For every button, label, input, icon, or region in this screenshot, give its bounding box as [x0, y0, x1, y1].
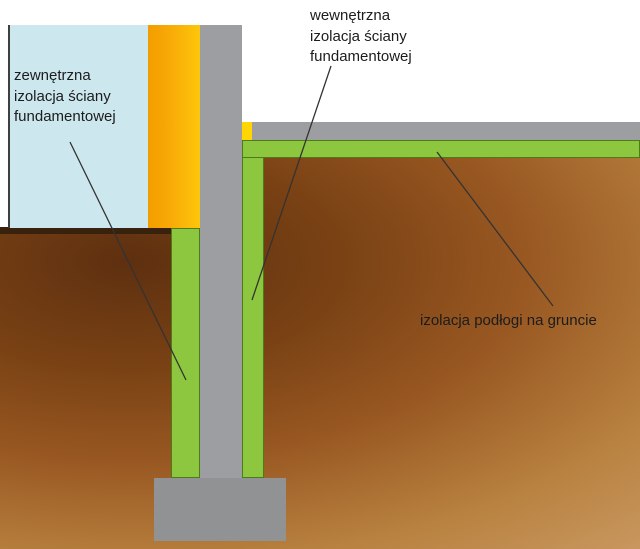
foundation-wall — [200, 25, 242, 478]
label-floor-insulation: izolacja podłogi na gruncie — [420, 312, 597, 329]
foundation-footing — [154, 478, 286, 541]
floor-on-ground-insulation — [242, 140, 640, 158]
label-internal-insulation: wewnętrzna izolacja ściany fundamentowej — [310, 7, 412, 66]
label-external-insulation: zewnętrzna izolacja ściany fundamentowej — [14, 67, 116, 126]
internal-foundation-insulation — [242, 139, 264, 478]
slab-edge-strip — [242, 122, 252, 140]
external-foundation-insulation — [171, 228, 200, 478]
floor-slab — [252, 122, 640, 140]
ground-level-line — [0, 227, 174, 234]
above-ground-wall-insulation — [148, 25, 200, 228]
